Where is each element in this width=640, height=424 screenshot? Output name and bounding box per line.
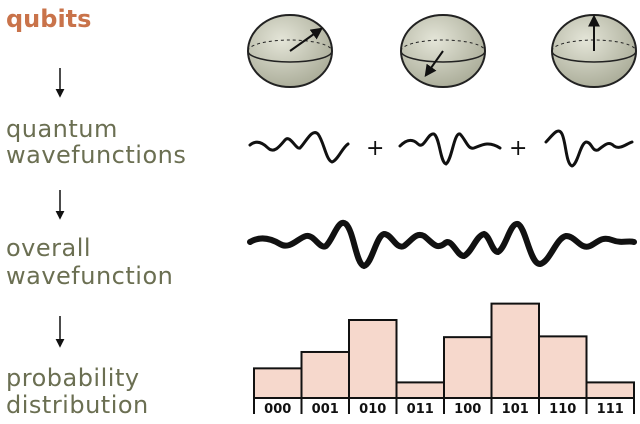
histogram-tick-label-110: 110 — [549, 402, 576, 417]
histogram-bar-001 — [300, 350, 350, 400]
wavefunction-1 — [248, 131, 350, 164]
quantum-label-line2: wavefunctions — [6, 141, 186, 169]
plus-sign-1: + — [366, 136, 384, 161]
qubit-sphere-1 — [247, 14, 333, 88]
histogram-tick-label-100: 100 — [454, 402, 481, 417]
histogram-x-axis: 000 001 010 011 100 101 110 111 — [253, 398, 635, 417]
overall-wavefunction — [247, 219, 637, 270]
histogram-tick-label-011: 011 — [407, 402, 434, 417]
probability-label-line2: distribution — [6, 391, 149, 419]
histogram-bar-011 — [395, 381, 445, 399]
plus-sign-2: + — [509, 136, 527, 161]
histogram-bar-010 — [348, 319, 398, 399]
probability-histogram — [253, 302, 635, 400]
histogram-tick-label-111: 111 — [597, 402, 624, 417]
histogram-tick-label-001: 001 — [312, 402, 339, 417]
histogram-bar-111 — [585, 381, 635, 399]
qubits-label: qubits — [6, 5, 91, 33]
overall-label-line1: overall — [6, 234, 91, 262]
histogram-bar-000 — [253, 367, 303, 399]
qubit-sphere-2 — [400, 14, 486, 88]
histogram-tick-label-000: 000 — [264, 402, 291, 417]
qubit-1-state-arrow — [289, 27, 323, 52]
histogram-bar-100 — [443, 336, 493, 400]
overall-label-line2: wavefunction — [6, 262, 173, 290]
histogram-bar-110 — [538, 335, 588, 400]
quantum-label-line1: quantum — [6, 115, 118, 143]
histogram-bar-101 — [490, 302, 540, 399]
qubit-2-state-arrow — [424, 50, 444, 77]
histogram-tick-label-010: 010 — [359, 402, 386, 417]
wavefunction-2 — [398, 132, 502, 166]
qubit-sphere-3 — [551, 14, 637, 88]
histogram-tick-label-101: 101 — [502, 402, 529, 417]
probability-label-line1: probability — [6, 364, 140, 392]
wavefunction-3 — [544, 129, 634, 168]
